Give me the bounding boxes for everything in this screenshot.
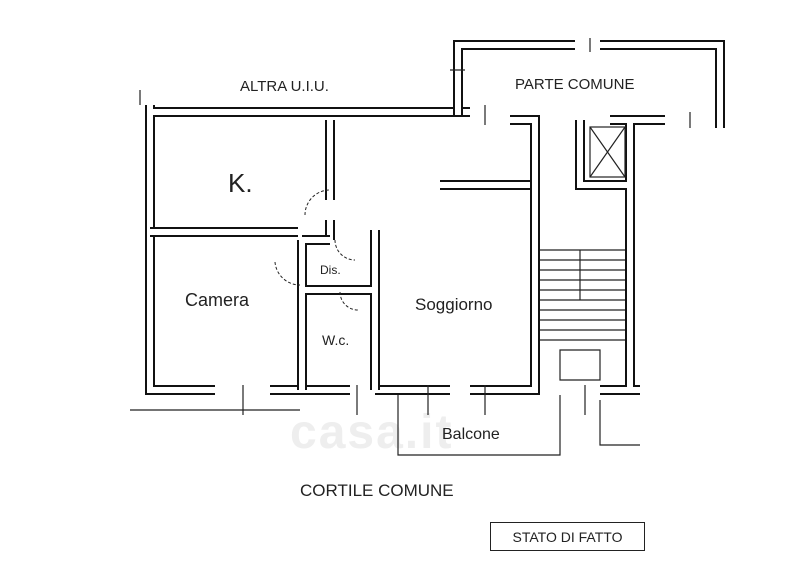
label-dis: Dis. <box>320 263 341 277</box>
label-cortile-comune: CORTILE COMUNE <box>300 481 454 500</box>
stamp-stato-di-fatto: STATO DI FATTO <box>490 522 645 551</box>
label-wc: W.c. <box>322 332 350 348</box>
label-kitchen: K. <box>228 168 253 198</box>
label-camera: Camera <box>185 290 250 310</box>
label-soggiorno: Soggiorno <box>415 295 493 314</box>
details <box>130 38 691 456</box>
label-parte-comune: PARTE COMUNE <box>515 76 635 93</box>
walls <box>145 40 725 395</box>
label-balcone: Balcone <box>442 426 500 443</box>
label-altra-uiu: ALTRA U.I.U. <box>240 78 329 95</box>
watermark: casa.it <box>290 406 454 459</box>
